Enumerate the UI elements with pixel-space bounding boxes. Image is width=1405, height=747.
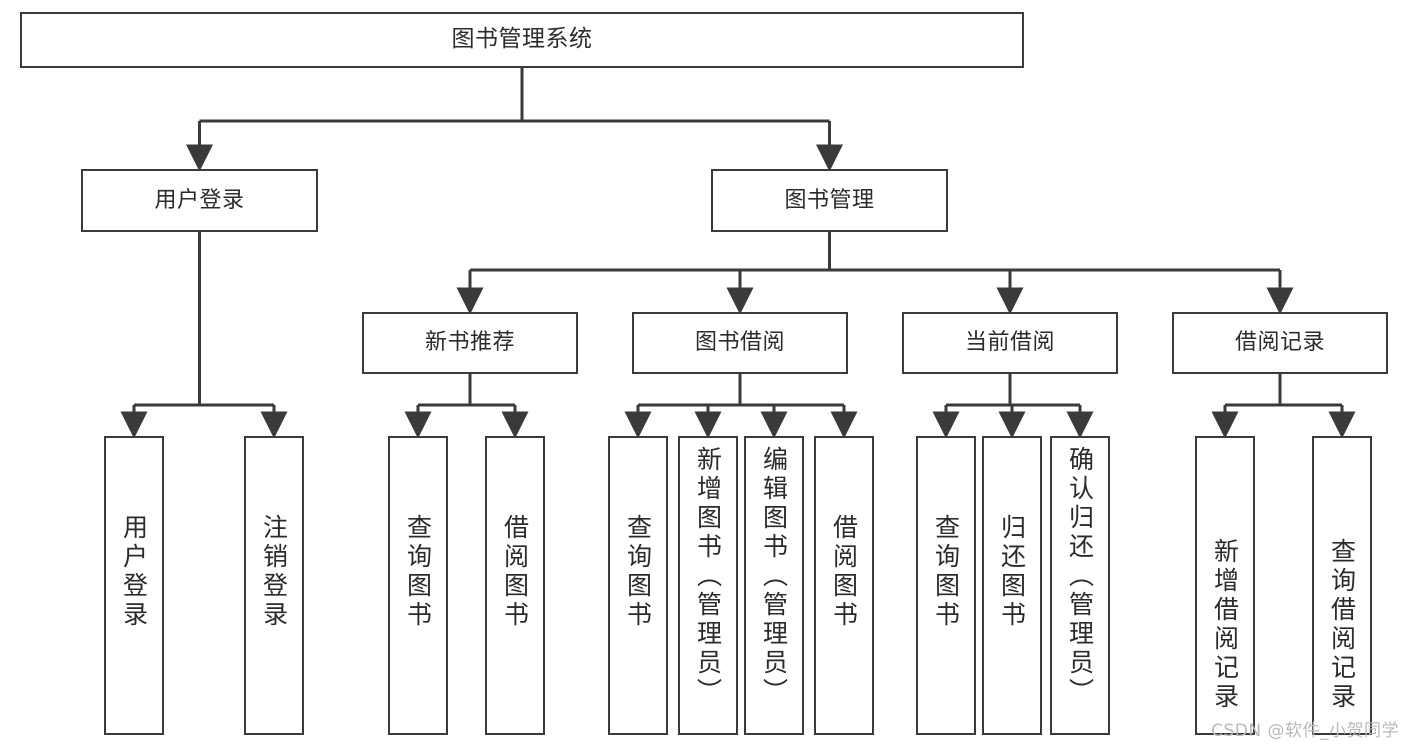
node-book-manage: 图书管理 (711, 169, 948, 232)
node-leaf-user-logout: 注销登录 (244, 436, 304, 735)
node-label: 编辑图书（管理员） (759, 446, 789, 707)
node-leaf-query-book-1: 查询图书 (388, 436, 448, 735)
node-leaf-user-login: 用户登录 (104, 436, 164, 735)
node-label: 新增图书（管理员） (693, 446, 723, 707)
node-leaf-return-book: 归还图书 (982, 436, 1042, 735)
node-label: 借阅图书 (500, 514, 530, 630)
node-leaf-add-book: 新增图书（管理员） (678, 436, 738, 735)
node-root: 图书管理系统 (20, 12, 1024, 68)
node-new-book-rec: 新书推荐 (362, 312, 578, 374)
node-label: 借阅记录 (1234, 330, 1325, 356)
node-current-borrow: 当前借阅 (902, 312, 1118, 374)
node-label: 注销登录 (259, 514, 289, 630)
node-label: 图书借阅 (694, 330, 785, 356)
node-leaf-edit-book: 编辑图书（管理员） (744, 436, 804, 735)
node-label: 查询图书 (623, 514, 653, 630)
node-leaf-borrow-book-1: 借阅图书 (485, 436, 545, 735)
node-label: 查询图书 (403, 514, 433, 630)
node-label: 归还图书 (997, 514, 1027, 630)
node-label: 当前借阅 (964, 330, 1055, 356)
node-label: 借阅图书 (829, 514, 859, 630)
node-label: 新书推荐 (424, 330, 515, 356)
node-leaf-confirm-return: 确认归还（管理员） (1050, 436, 1110, 735)
node-label: 用户登录 (119, 514, 149, 630)
node-book-borrow: 图书借阅 (632, 312, 848, 374)
node-leaf-query-book-3: 查询图书 (916, 436, 976, 735)
node-label: 查询图书 (931, 514, 961, 630)
node-leaf-add-record: 新增借阅记录 (1195, 436, 1255, 735)
node-borrow-record: 借阅记录 (1172, 312, 1388, 374)
node-user-login: 用户登录 (81, 169, 318, 232)
node-label: 确认归还（管理员） (1065, 446, 1095, 707)
watermark-label: CSDN @软件_小贺同学 (1211, 721, 1399, 741)
node-label: 图书管理 (784, 187, 875, 213)
node-label: 用户登录 (154, 187, 245, 213)
node-leaf-borrow-book-2: 借阅图书 (814, 436, 874, 735)
node-label: 查询借阅记录 (1327, 538, 1357, 712)
node-label: 新增借阅记录 (1210, 538, 1240, 712)
node-leaf-query-book-2: 查询图书 (608, 436, 668, 735)
node-leaf-query-record: 查询借阅记录 (1312, 436, 1372, 735)
node-label: 图书管理系统 (451, 26, 593, 53)
